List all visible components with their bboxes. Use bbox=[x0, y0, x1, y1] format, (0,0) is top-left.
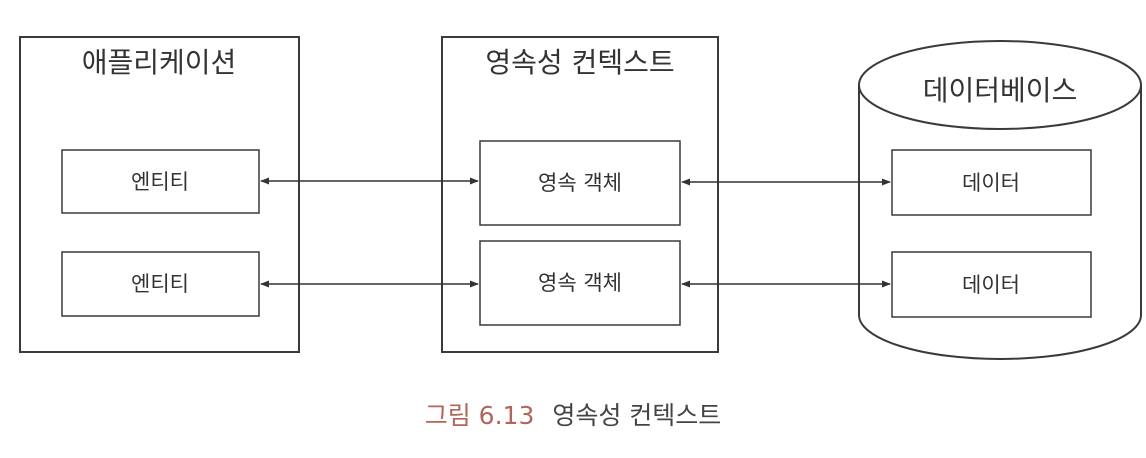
persistent-object-label: 영속 객체 bbox=[538, 171, 622, 195]
entity-label: 엔티티 bbox=[131, 272, 189, 296]
application-title: 애플리케이션 bbox=[82, 46, 237, 79]
figure-caption-label: 그림 6.13 bbox=[425, 401, 535, 430]
figure-caption: 그림 6.13 영속성 컨텍스트 bbox=[425, 401, 722, 430]
persistence-context-title: 영속성 컨텍스트 bbox=[485, 46, 674, 79]
data-row-label: 데이터 bbox=[962, 273, 1020, 297]
persistent-object-label: 영속 객체 bbox=[538, 271, 622, 295]
data-row-box: 데이터 bbox=[891, 251, 1092, 318]
database-title: 데이터베이스 bbox=[923, 74, 1078, 107]
persistent-object-box: 영속 객체 bbox=[479, 140, 681, 226]
persistent-object-box: 영속 객체 bbox=[479, 240, 681, 326]
data-row-box: 데이터 bbox=[891, 149, 1092, 216]
entity-label: 엔티티 bbox=[131, 170, 189, 194]
entity-box: 엔티티 bbox=[61, 251, 260, 317]
figure-caption-text: 영속성 컨텍스트 bbox=[552, 401, 721, 430]
data-row-label: 데이터 bbox=[962, 171, 1020, 195]
entity-box: 엔티티 bbox=[61, 149, 260, 214]
